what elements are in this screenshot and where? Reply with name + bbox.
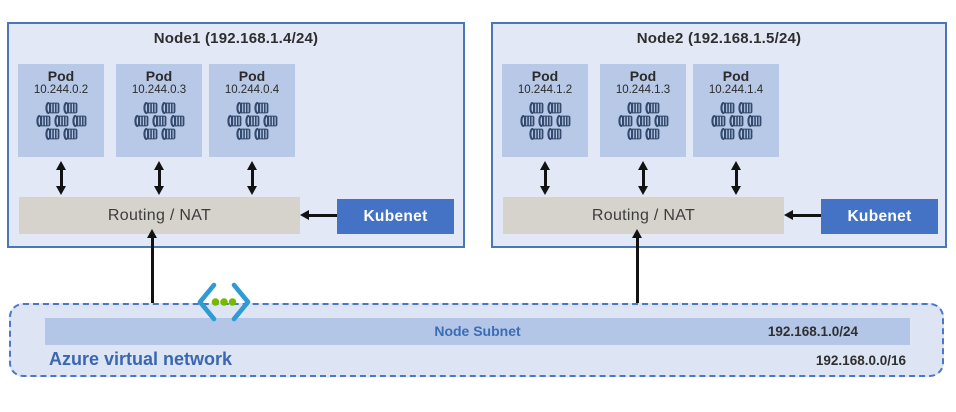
pod-ip: 10.244.0.4 [224,84,280,96]
pod-ip: 10.244.1.4 [708,84,764,96]
pod3-routing-arrow [731,161,741,195]
pod-ip: 10.244.1.3 [615,84,671,96]
node2-routing-nat-bar: Routing / NAT [503,197,784,234]
azure-vnet-cidr: 192.168.0.0/16 [815,353,906,368]
pod-label: Pod [722,68,750,84]
pod1-routing-arrow [56,161,66,195]
node1-kubenet-box: Kubenet [337,199,454,234]
pod-label: Pod [238,68,266,84]
pod-ip: 10.244.1.2 [517,84,573,96]
node2-pod2: Pod 10.244.1.3 [600,64,686,157]
node1-pod1: Pod 10.244.0.2 [18,64,104,157]
azure-virtual-network-icon [197,282,251,322]
azure-vnet-label: Azure virtual network [49,349,233,369]
node2-title: Node2 (192.168.1.5/24) [636,30,802,47]
pod2-routing-arrow [154,161,164,195]
node2-box: Node2 (192.168.1.5/24) Pod 10.244.1.2 Po… [491,22,947,248]
pod1-routing-arrow [540,161,550,195]
azure-vnet-box: Node Subnet 192.168.1.0/24 Azure virtual… [9,303,944,377]
pod-label: Pod [47,68,75,84]
node2-subnet-arrow [632,229,642,322]
pod-label: Pod [531,68,559,84]
pod3-routing-arrow [247,161,257,195]
container-cluster-icon [710,102,762,140]
node-subnet-bar: Node Subnet 192.168.1.0/24 [45,318,910,345]
node-subnet-label: Node Subnet [434,323,521,339]
pod-ip: 10.244.0.3 [131,84,187,96]
pod-ip: 10.244.0.2 [33,84,89,96]
pod2-routing-arrow [638,161,648,195]
node2-pod3: Pod 10.244.1.4 [693,64,779,157]
pod-label: Pod [145,68,173,84]
container-cluster-icon [226,102,278,140]
container-cluster-icon [519,102,571,140]
node1-routing-nat-bar: Routing / NAT [19,197,300,234]
node1-box: Node1 (192.168.1.4/24) Pod 10.244.0.2 Po… [7,22,465,248]
pod-label: Pod [629,68,657,84]
node1-title: Node1 (192.168.1.4/24) [153,30,319,47]
node2-pod1: Pod 10.244.1.2 [502,64,588,157]
node-subnet-cidr: 192.168.1.0/24 [767,324,858,339]
kubenet-routing-arrow [784,210,821,220]
node2-kubenet-box: Kubenet [821,199,938,234]
node1-subnet-arrow [147,229,157,322]
node1-pod3: Pod 10.244.0.4 [209,64,295,157]
container-cluster-icon [35,102,87,140]
container-cluster-icon [133,102,185,140]
container-cluster-icon [617,102,669,140]
kubenet-routing-arrow [300,210,337,220]
node1-pod2: Pod 10.244.0.3 [116,64,202,157]
